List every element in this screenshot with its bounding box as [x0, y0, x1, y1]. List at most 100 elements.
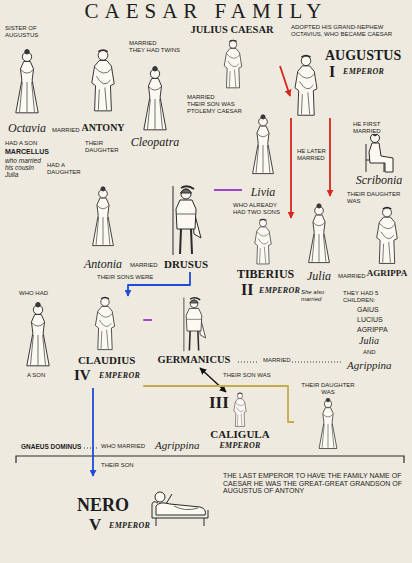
note-label: ADOPTED HIS GRAND-NEPHEW OCTAVIUS, WHO B…: [290, 24, 408, 37]
note-label: THE LAST EMPEROR TO HAVE THE FAMILY NAME…: [222, 472, 406, 495]
person-name: Octavia: [7, 122, 47, 135]
lineage-arrow: [290, 118, 292, 218]
person-node: ANTONY: [78, 38, 127, 136]
mother-figure: [27, 303, 49, 366]
person-name: V: [88, 516, 102, 535]
person-name: GERMANICUS: [157, 354, 232, 366]
note-label: SISTER OF AUGUSTUS: [4, 25, 56, 38]
note-label: THEIR DAUGHTER: [84, 140, 128, 153]
person-name: EMPEROR: [218, 442, 261, 451]
person-name: Cleopatra: [130, 136, 181, 149]
person-node: Cleopatra: [128, 62, 183, 152]
note-label: MARRIED: [262, 357, 292, 364]
person-node: Octavia: [4, 40, 50, 136]
note-label: MARRIED: [129, 262, 159, 269]
person-name: CLAUDIUS: [77, 354, 136, 366]
person-name: AGRIPPA: [366, 269, 408, 279]
person-name: EMPEROR: [342, 68, 385, 77]
person-node: GERMANICUS: [152, 296, 236, 368]
note-label: Julia: [358, 335, 380, 346]
lineage-arrow: [92, 388, 94, 476]
person-node: III CALIGULA EMPEROR: [204, 392, 276, 454]
person-name: Julia: [306, 270, 332, 283]
scribonia-figure: [366, 132, 393, 172]
person-node: Scribonia: [350, 130, 408, 190]
lineage-arrow: [329, 118, 331, 196]
note-label: GAIUS: [356, 306, 380, 314]
agrippina-figure: [319, 398, 337, 448]
family-bracket: [16, 456, 404, 463]
julia-figure: [309, 204, 330, 263]
person-name: Scribonia: [355, 174, 404, 187]
person-node: JULIUS CAESAR: [184, 24, 280, 90]
germanicus-figure: [184, 298, 206, 352]
dotted-leader: [84, 362, 342, 448]
person-name: EMPEROR: [98, 372, 141, 381]
note-label: THEIR SON WAS: [222, 372, 272, 379]
person-name: AUGUSTUS: [324, 48, 402, 63]
note-label: WHO MARRIED: [100, 443, 146, 450]
claudius-figure: [95, 297, 114, 349]
note-label: THEIR DAUGHTER WAS: [346, 191, 408, 204]
person-node: Julia: [302, 196, 336, 286]
drusus-figure: [173, 186, 201, 255]
note-label: WHO ALREADY HAD TWO SONS: [232, 202, 288, 215]
lineage-arrow: [280, 66, 290, 96]
person-name: EMPEROR: [108, 522, 151, 531]
tiberius-figure: [255, 219, 271, 264]
livia-figure: [253, 115, 274, 174]
julius-figure: [224, 40, 241, 88]
note-label: who married his cousin Julia: [4, 157, 44, 178]
note-label: THEY HAD TWINS: [128, 47, 184, 54]
caligula-figure: [234, 393, 246, 427]
person-name: DRUSUS: [163, 258, 209, 270]
lineage-arrow: [143, 319, 152, 321]
person-node: NEROV EMPEROR: [70, 476, 210, 548]
person-name: TIBERIUS: [236, 268, 295, 281]
person-node: Livia: [242, 104, 284, 200]
augustus-figure: [295, 56, 317, 116]
antony-figure: [92, 50, 114, 111]
note-label: MARRIED: [186, 94, 216, 101]
person-name: II: [240, 281, 254, 299]
note-label: MARRIED: [51, 127, 81, 134]
person-name: Antonia: [83, 258, 123, 271]
note-label: GNAEUS DOMINUS: [20, 443, 82, 450]
note-label: MARRIED: [337, 273, 367, 280]
octavia-figure: [16, 50, 38, 113]
person-name: THEIR DAUGHTER WAS: [296, 382, 360, 395]
note-label: She also married: [300, 289, 340, 302]
note-label: HE FIRST MARRIED: [352, 121, 410, 134]
person-name: IV: [73, 367, 92, 384]
note-label: HAD A SON: [4, 140, 38, 147]
person-name: NERO: [76, 496, 130, 516]
note-label: THEIR SON: [100, 462, 135, 469]
agrippa-figure: [377, 208, 398, 264]
person-name: CALIGULA: [209, 428, 270, 440]
person-node: CLAUDIUSIV EMPEROR: [70, 296, 143, 388]
person-name: III: [208, 394, 230, 413]
note-label: HAD A DAUGHTER: [46, 162, 82, 175]
person-name: I: [328, 63, 336, 81]
diagram-title: CAESAR FAMILY: [0, 0, 412, 23]
antonia-figure: [93, 187, 114, 246]
note-label: A SON: [26, 372, 46, 379]
note-label: MARRIED: [128, 40, 158, 47]
note-label: WHO HAD: [18, 290, 49, 297]
note-label: Agrippina: [346, 359, 393, 371]
person-node: THEIR DAUGHTER WAS: [294, 382, 362, 452]
person-name: JULIUS CAESAR: [189, 24, 274, 36]
note-label: HE LATER MARRIED: [296, 148, 329, 161]
person-node: AUGUSTUSI EMPEROR: [290, 40, 406, 118]
cleopatra-figure: [144, 67, 166, 130]
note-label: LUCIUS: [356, 316, 384, 324]
person-node: AGRIPPA: [364, 206, 410, 284]
note-label: Agrippina: [154, 439, 201, 451]
person-name: EMPEROR: [258, 287, 301, 296]
person-name: Livia: [250, 186, 277, 199]
note-label: AND: [362, 349, 377, 356]
person-node: Antonia: [78, 176, 128, 272]
note-label: MARCELLUS: [4, 148, 50, 156]
nero-figure: [152, 492, 208, 526]
lineage-arrow: [214, 189, 242, 191]
